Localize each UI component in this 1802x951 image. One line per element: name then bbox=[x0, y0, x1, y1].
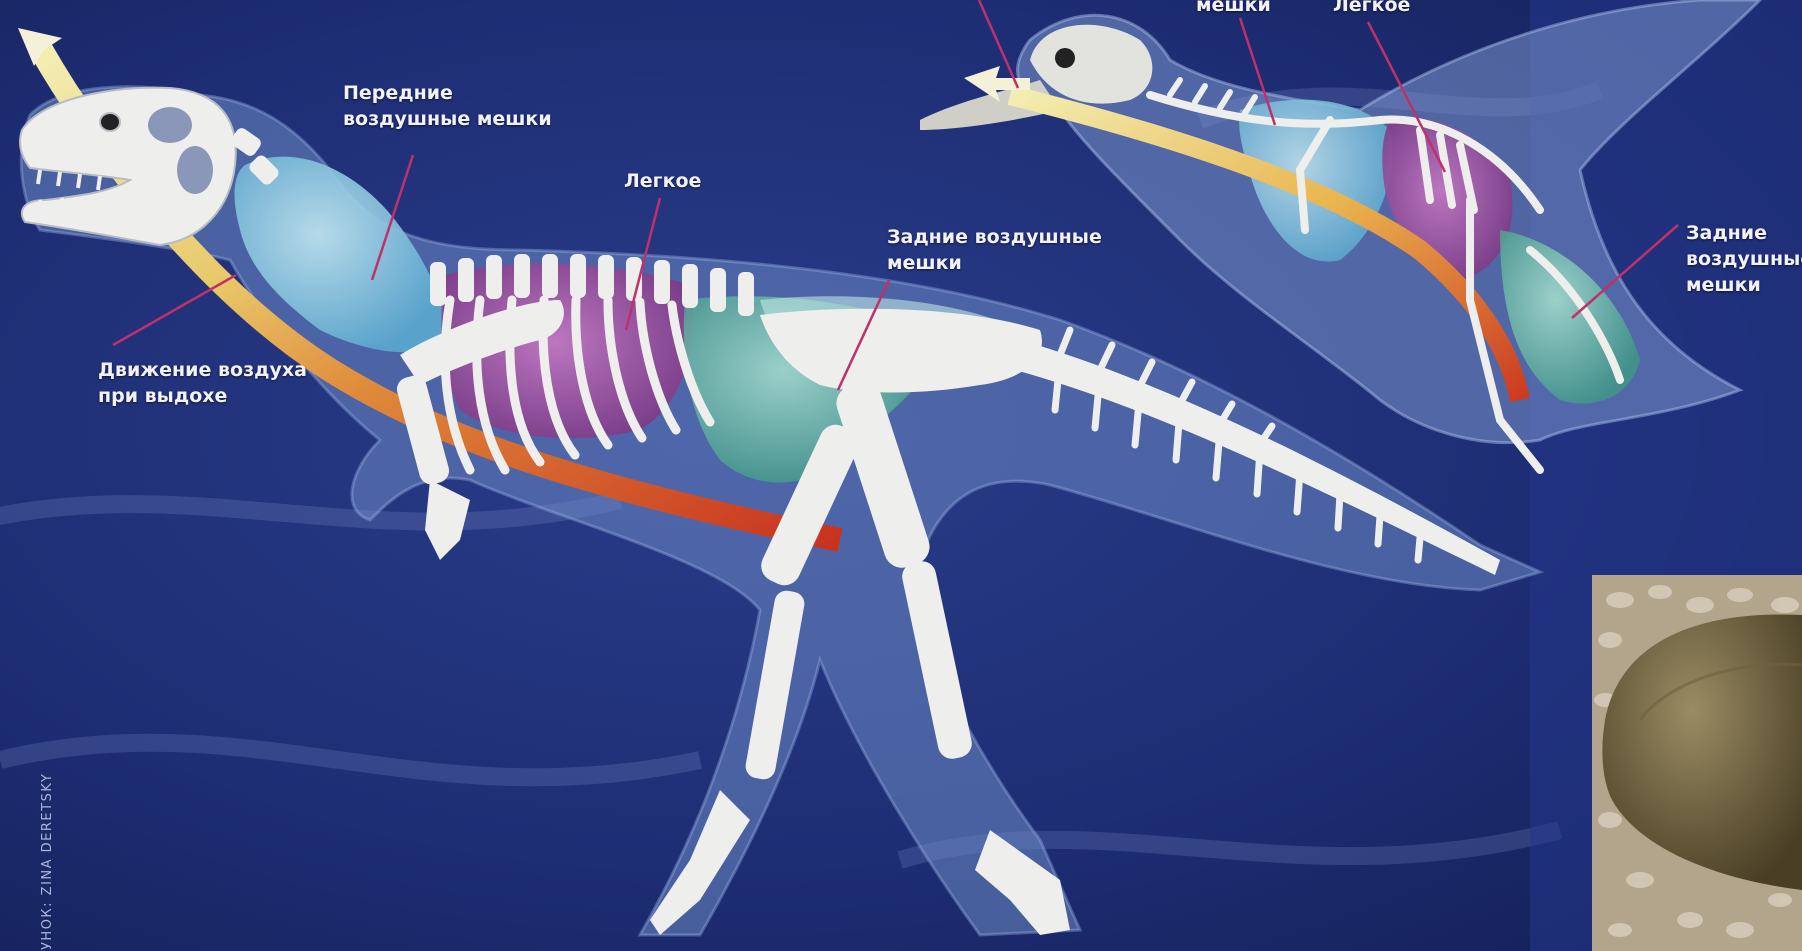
label-airflow: Движение воздуха при выдохе bbox=[98, 357, 307, 409]
label-rear-air-sacs-line2: мешки bbox=[887, 250, 1102, 276]
label-bird-lung-line1: Легкое bbox=[1333, 0, 1410, 18]
label-bird-rear-air-sacs-line2: воздушные bbox=[1686, 246, 1802, 272]
label-lung-line1: Легкое bbox=[624, 168, 701, 194]
label-bird-rear-air-sacs: Задние воздушные мешки bbox=[1686, 220, 1802, 298]
label-rear-air-sacs: Задние воздушные мешки bbox=[887, 224, 1102, 276]
label-front-air-sacs-line2: воздушные мешки bbox=[343, 106, 552, 132]
label-airflow-line2: при выдохе bbox=[98, 383, 307, 409]
label-bird-sacs-line1: мешки bbox=[1196, 0, 1271, 18]
label-bird-rear-air-sacs-line3: мешки bbox=[1686, 272, 1802, 298]
label-rear-air-sacs-line1: Задние воздушные bbox=[887, 224, 1102, 250]
label-bird-rear-air-sacs-line1: Задние bbox=[1686, 220, 1802, 246]
label-front-air-sacs-line1: Передние bbox=[343, 80, 552, 106]
illustration-credit: УНОК: ZINA DERETSKY bbox=[40, 773, 55, 950]
label-bird-lung: Легкое bbox=[1333, 0, 1410, 18]
label-lung: Легкое bbox=[624, 168, 701, 194]
label-bird-sacs: мешки bbox=[1196, 0, 1271, 18]
turtle-photo bbox=[1592, 575, 1802, 951]
dino-skull bbox=[20, 88, 236, 245]
label-front-air-sacs: Передние воздушные мешки bbox=[343, 80, 552, 132]
label-airflow-line1: Движение воздуха bbox=[98, 357, 307, 383]
bird-eye bbox=[1055, 48, 1075, 68]
